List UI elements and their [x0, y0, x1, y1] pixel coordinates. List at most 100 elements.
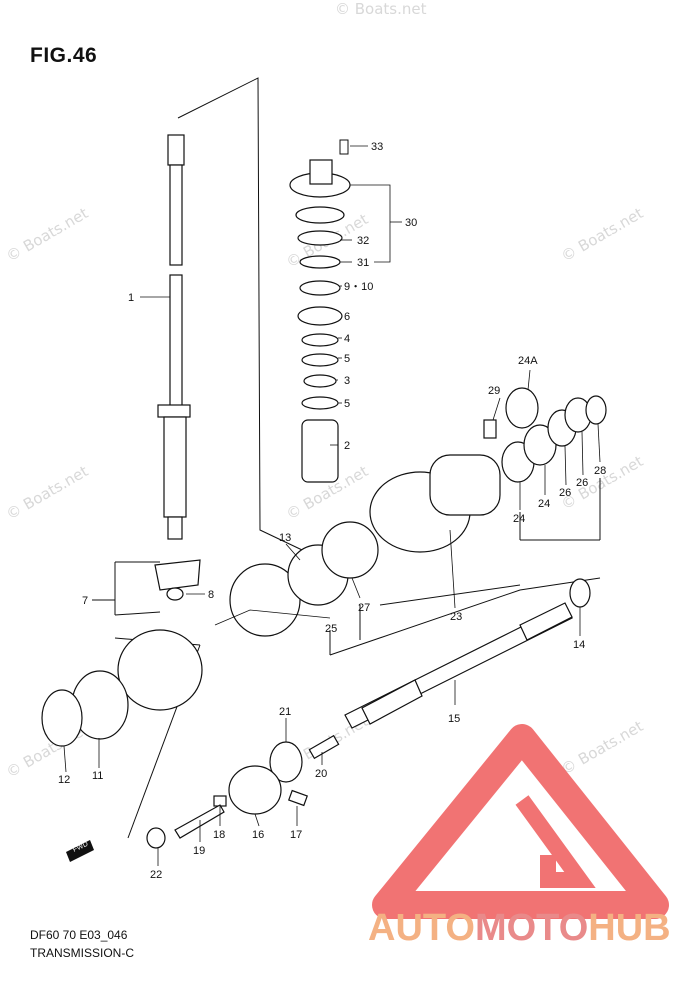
- part-label-33: 33: [371, 141, 383, 153]
- part-label-5: 5: [344, 353, 350, 365]
- part-label-30: 30: [405, 217, 417, 229]
- needle-bearing: [505, 387, 539, 429]
- shim: [301, 353, 339, 367]
- leader-line: [63, 745, 67, 773]
- forward-gear: [117, 629, 203, 711]
- leader-line: [350, 184, 391, 263]
- washer: [299, 280, 341, 296]
- leader-line: [285, 543, 301, 561]
- figure-code: DF60 70 E03_046: [30, 928, 128, 942]
- part-label-19: 19: [193, 845, 205, 857]
- shaft-collar: [157, 404, 191, 418]
- shim: [301, 333, 339, 347]
- part-label-12: 12: [58, 774, 70, 786]
- housing-body: [429, 454, 501, 516]
- leader-lines: [63, 145, 601, 866]
- pin: [288, 789, 308, 807]
- part-label-14: 14: [573, 639, 585, 651]
- fwd-arrow-shape: [66, 840, 94, 862]
- part-label-7: 7: [82, 595, 88, 607]
- brand-wordmark: AUTOMOTOHUB: [368, 907, 671, 949]
- watermark: © Boats.net: [558, 452, 646, 513]
- part-label-18: 18: [213, 829, 225, 841]
- part-label-16: 16: [252, 829, 264, 841]
- part-label-20: 20: [315, 768, 327, 780]
- push-rod: [174, 804, 225, 839]
- part-label-24a: 24A: [518, 355, 538, 367]
- part-label-5: 5: [344, 398, 350, 410]
- clutch-parts: [146, 734, 340, 849]
- figure-section: TRANSMISSION-C: [30, 946, 135, 960]
- drive-shaft: [157, 134, 191, 540]
- bearing-stack: [289, 159, 351, 483]
- clutch-dog: [228, 765, 282, 815]
- leader-line: [581, 431, 584, 476]
- bracket-line: [114, 611, 161, 616]
- part-label-23: 23: [450, 611, 462, 623]
- spring-sleeve: [301, 419, 339, 483]
- bearing: [297, 306, 343, 326]
- circlip: [585, 395, 607, 425]
- drive-group-bracket: [177, 77, 341, 569]
- part-label-24: 24: [538, 498, 550, 510]
- part-label-25: 25: [325, 623, 337, 635]
- bracket-line: [379, 584, 521, 606]
- shaft-upper: [169, 164, 183, 266]
- leader-line: [564, 445, 567, 486]
- part-label-6: 6: [344, 311, 350, 323]
- reverse-gear: [229, 563, 301, 637]
- leader-line: [351, 577, 361, 599]
- automotohub-logo: [372, 724, 669, 919]
- shaft-spline-top: [167, 134, 185, 166]
- watermark: © Boats.net: [335, 0, 427, 18]
- part-label-21: 21: [279, 706, 291, 718]
- spacer: [303, 374, 337, 388]
- watermark: © Boats.net: [3, 462, 91, 523]
- part-label-8: 8: [208, 589, 214, 601]
- part-label-28: 28: [594, 465, 606, 477]
- part-label-11: 11: [92, 770, 103, 782]
- propeller-shaft: [344, 602, 573, 729]
- shim: [41, 689, 83, 747]
- leader-line: [527, 369, 531, 391]
- part-label-17: 17: [290, 829, 302, 841]
- shaft-spline: [519, 602, 573, 641]
- oil-seal: [297, 230, 343, 246]
- part-label-13: 13: [279, 532, 291, 544]
- part-label-2: 2: [344, 440, 350, 452]
- part-label-3: 3: [344, 375, 350, 387]
- watermarks: © Boats.net © Boats.net © Boats.net © Bo…: [3, 0, 646, 781]
- part-label-15: 15: [448, 713, 460, 725]
- leader-line: [254, 813, 260, 827]
- bolt: [483, 419, 497, 439]
- part-label-4: 4: [344, 333, 350, 345]
- leader-line: [449, 529, 456, 609]
- shaft-spline-bottom: [167, 516, 183, 540]
- part-label-9-10: 9・10: [344, 281, 373, 293]
- automotohub-wordmark: AUTOMOTOHUB: [368, 907, 671, 949]
- pinion-gear: [154, 559, 201, 591]
- shaft-lower: [163, 416, 187, 518]
- leader-line: [214, 609, 331, 626]
- logo-triangle: [372, 724, 669, 919]
- logo-inner-mark: [515, 795, 596, 888]
- shim: [301, 396, 339, 410]
- fwd-arrow: FWD: [66, 840, 94, 862]
- figure-title: FIG.46: [30, 44, 98, 67]
- part-label-24: 24: [513, 513, 525, 525]
- part-label-29: 29: [488, 385, 500, 397]
- part-label-27: 27: [358, 602, 370, 614]
- part-label-26: 26: [576, 477, 588, 489]
- watermark: © Boats.net: [558, 717, 646, 778]
- shaft-collar: [361, 679, 423, 725]
- o-ring: [299, 255, 341, 269]
- ring: [146, 827, 166, 849]
- bolt: [339, 139, 349, 155]
- part-labels: 1 2 3 4 5 5 6 7 8 9・10 11 12 13 14 15 16…: [58, 141, 606, 881]
- part-label-31: 31: [357, 257, 369, 269]
- oil-seal: [295, 206, 345, 224]
- shaft-middle: [169, 274, 183, 416]
- part-label-22: 22: [150, 869, 162, 881]
